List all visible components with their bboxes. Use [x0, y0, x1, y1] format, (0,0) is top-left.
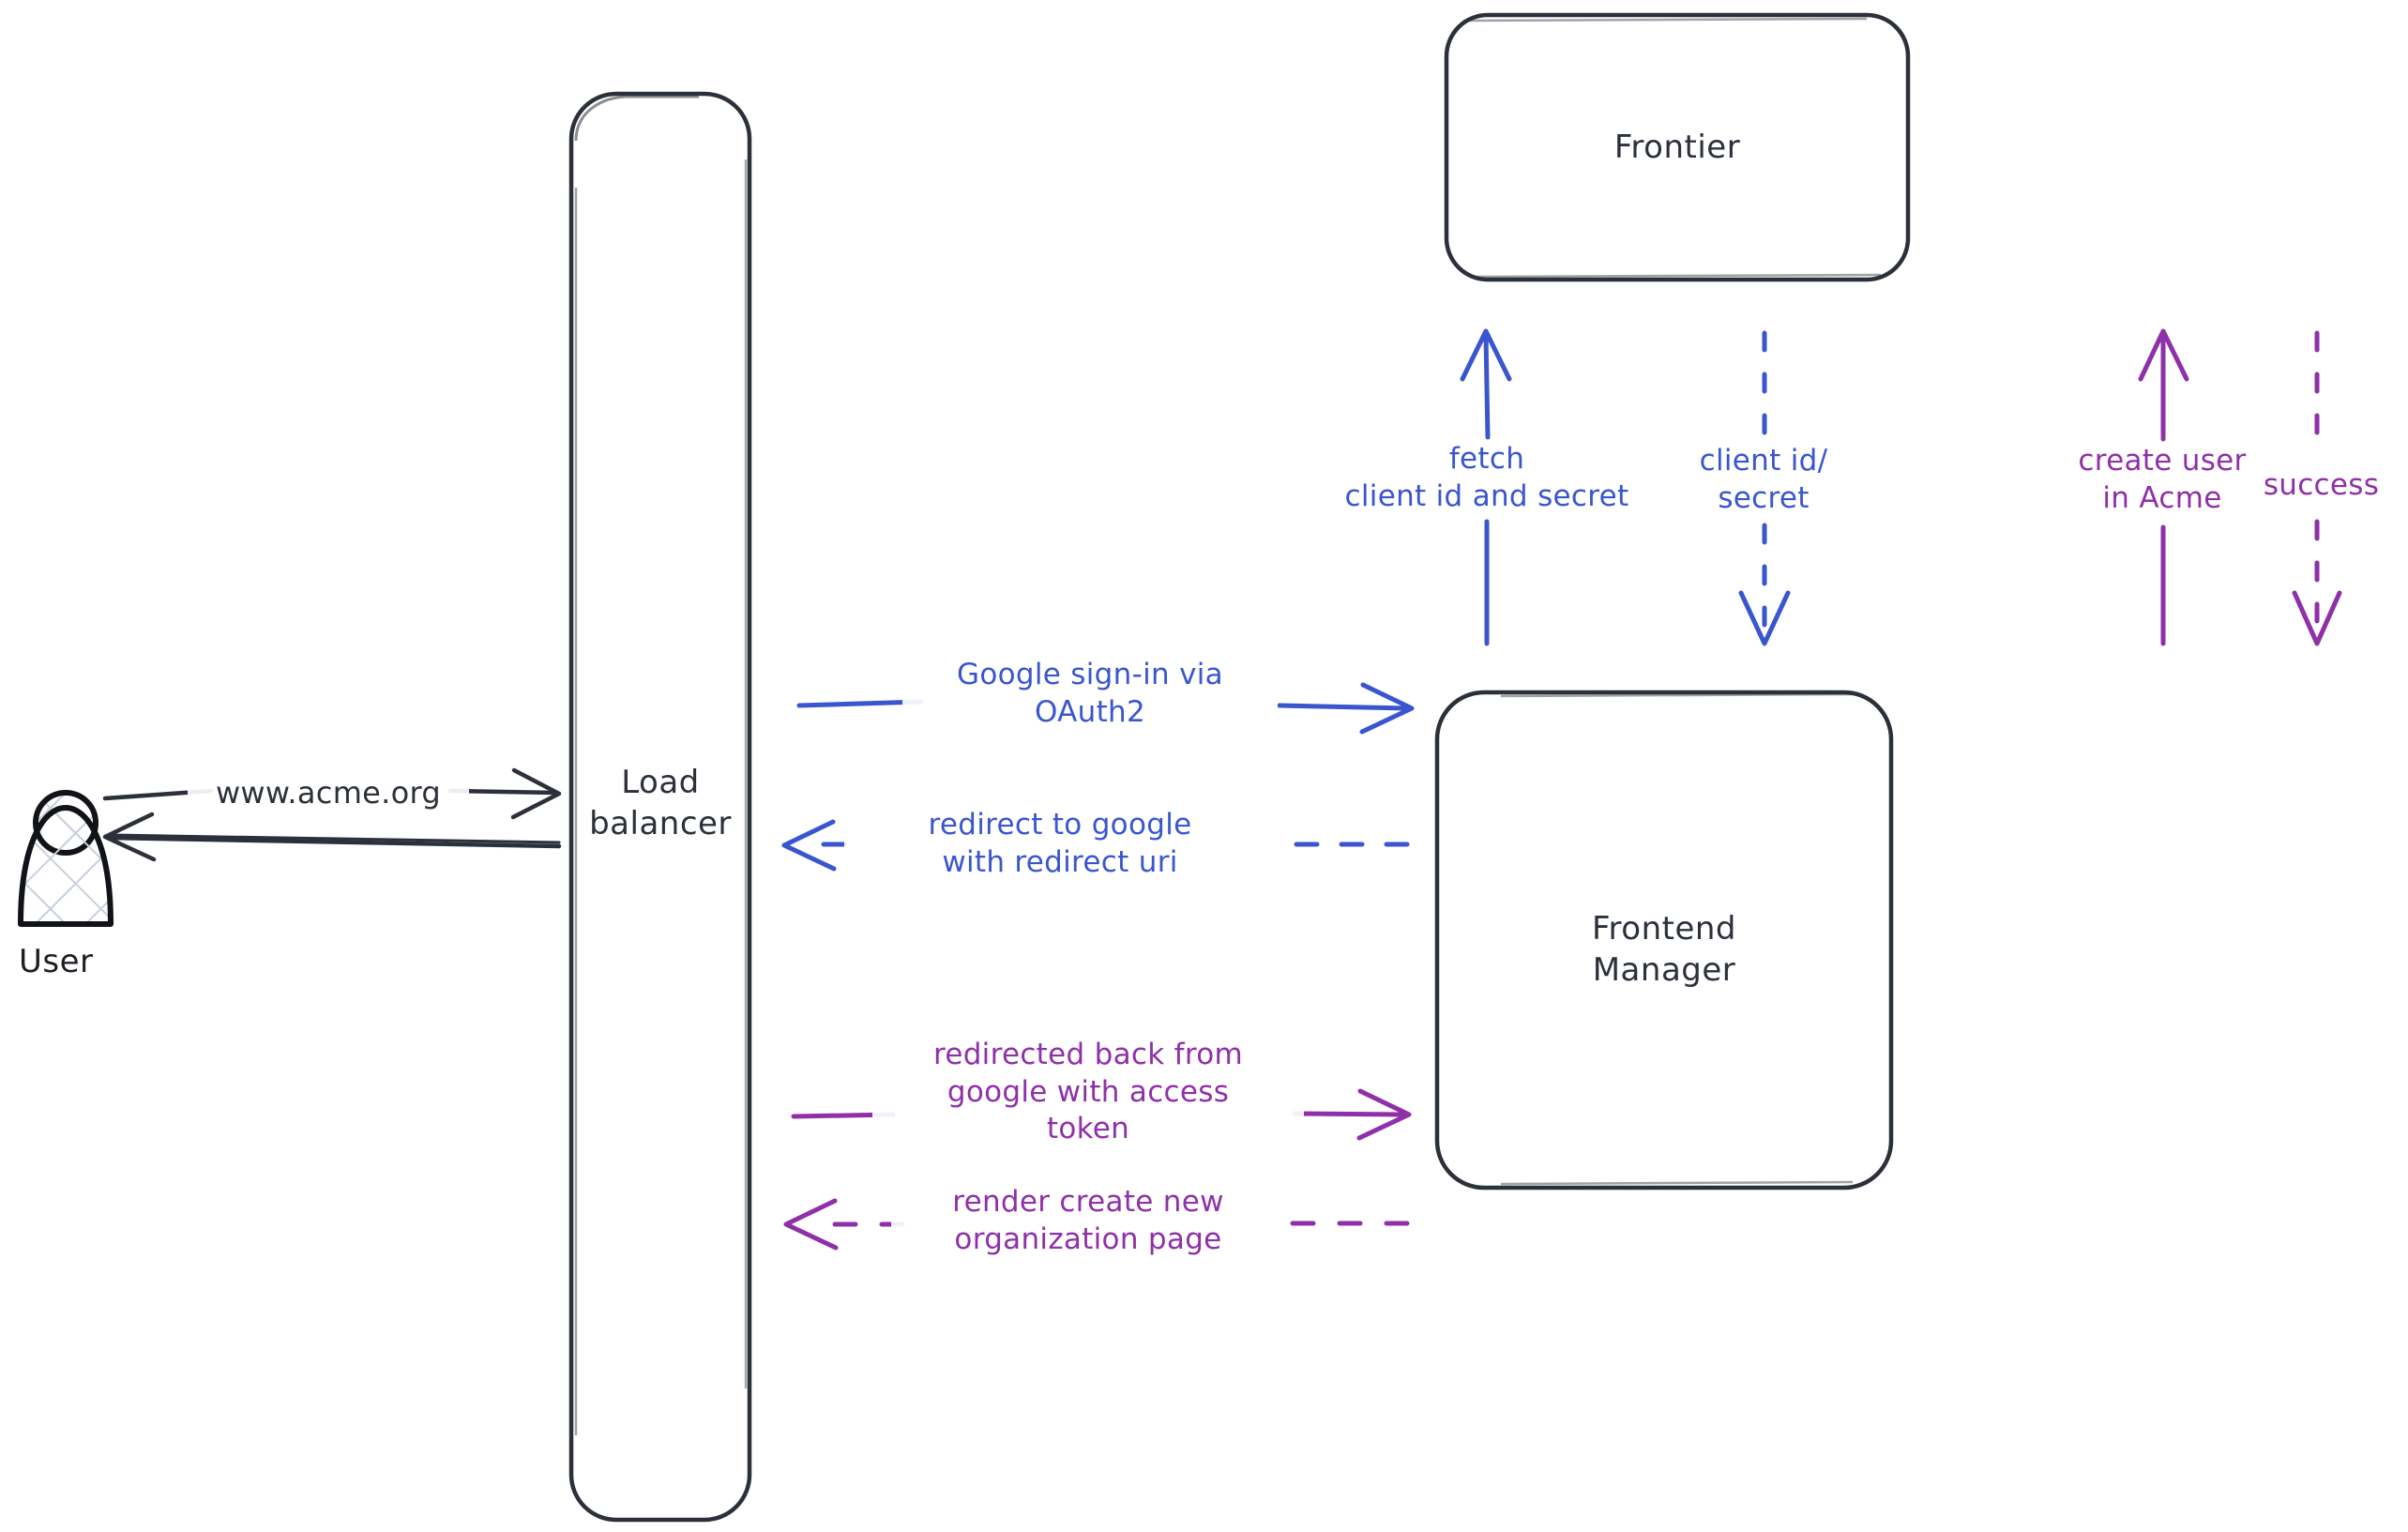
- edge-label-fm-to-lb-render: render create new organization page: [891, 1184, 1285, 1259]
- edge-label-fm-to-lb-redirect: redirect to google with redirect uri: [844, 807, 1276, 882]
- edge-label-lb-to-fm-signin: Google sign-in via OAuth2: [902, 657, 1278, 732]
- edge-fm-to-frontier-create: [2138, 328, 2189, 646]
- user-actor-icon: [18, 790, 114, 927]
- user-actor-label: User: [19, 943, 94, 980]
- edge-label-lb-to-fm-token: redirected back from google with access …: [872, 1037, 1304, 1149]
- edge-frontier-to-fm-secret: [1738, 330, 1791, 646]
- node-frontend-manager[interactable]: [1434, 690, 1894, 1191]
- node-frontier[interactable]: [1444, 12, 1911, 282]
- edge-label-fm-to-frontier-fetch: fetch client id and secret: [1299, 441, 1674, 516]
- edge-label-frontier-to-fm-secret: client id/ secret: [1658, 443, 1869, 518]
- edge-label-fm-to-frontier-create: create user in Acme: [2031, 443, 2294, 518]
- edge-fm-to-lb-render: [783, 1198, 1410, 1251]
- edge-fm-to-frontier-fetch: [1460, 328, 1512, 646]
- edge-label-user-to-lb: www.acme.org: [188, 774, 469, 812]
- node-frontier-label: Frontier: [1613, 129, 1741, 166]
- edge-lb-to-fm-signin: [796, 682, 1415, 735]
- node-frontend-manager-label: Frontend Manager: [1591, 910, 1737, 990]
- edge-lb-to-user: [102, 812, 562, 862]
- node-load-balancer-label: Load balancer: [589, 764, 732, 843]
- node-load-balancer[interactable]: [568, 91, 752, 1523]
- edge-frontier-to-fm-success: [2292, 330, 2342, 646]
- edge-fm-to-lb-redirect: [781, 819, 1410, 872]
- edge-label-frontier-to-fm-success: success: [2263, 468, 2380, 502]
